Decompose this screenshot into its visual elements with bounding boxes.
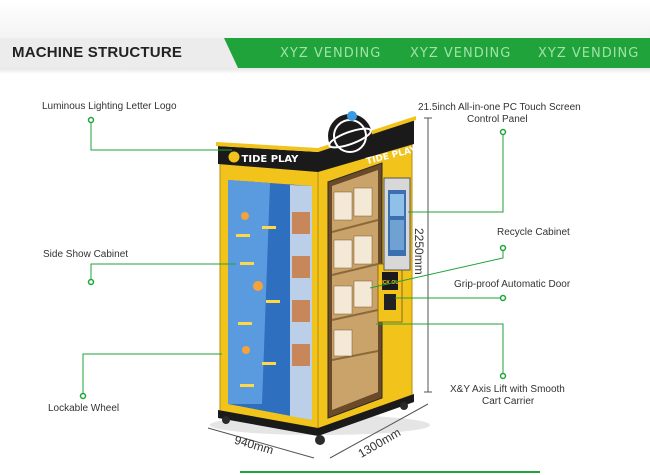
- dimension-height: 2250mm: [412, 228, 426, 275]
- label-lift-line2: Cart Carrier: [482, 396, 535, 407]
- bottom-accent-line: [240, 471, 540, 473]
- label-automatic-door: Grip-proof Automatic Door: [454, 279, 571, 290]
- label-logo: Luminous Lighting Letter Logo: [42, 101, 177, 112]
- label-lockable-wheel: Lockable Wheel: [48, 403, 120, 414]
- label-touch-screen-line2: Control Panel: [467, 114, 528, 125]
- header-shadow: [0, 68, 650, 74]
- label-side-show-cabinet: Side Show Cabinet: [43, 249, 129, 260]
- header-brand-band: XYZ VENDING XYZ VENDING XYZ VENDING: [224, 38, 650, 68]
- planet-logo: [328, 111, 372, 158]
- brand-text: XYZ VENDING: [280, 46, 382, 61]
- section-title: MACHINE STRUCTURE: [12, 44, 183, 61]
- top-band: [0, 0, 650, 38]
- brand-text: XYZ VENDING: [410, 46, 512, 61]
- label-lift-line1: X&Y Axis Lift with Smooth: [450, 384, 565, 395]
- sign-text-front: TIDE PLAY: [242, 154, 300, 165]
- label-touch-screen-line1: 21.5inch All-in-one PC Touch Screen: [418, 102, 581, 113]
- header-title-area: MACHINE STRUCTURE: [0, 38, 250, 68]
- section-header: MACHINE STRUCTURE XYZ VENDING XYZ VENDIN…: [0, 38, 650, 68]
- label-recycle-cabinet: Recycle Cabinet: [497, 227, 570, 238]
- brand-text: XYZ VENDING: [538, 46, 640, 61]
